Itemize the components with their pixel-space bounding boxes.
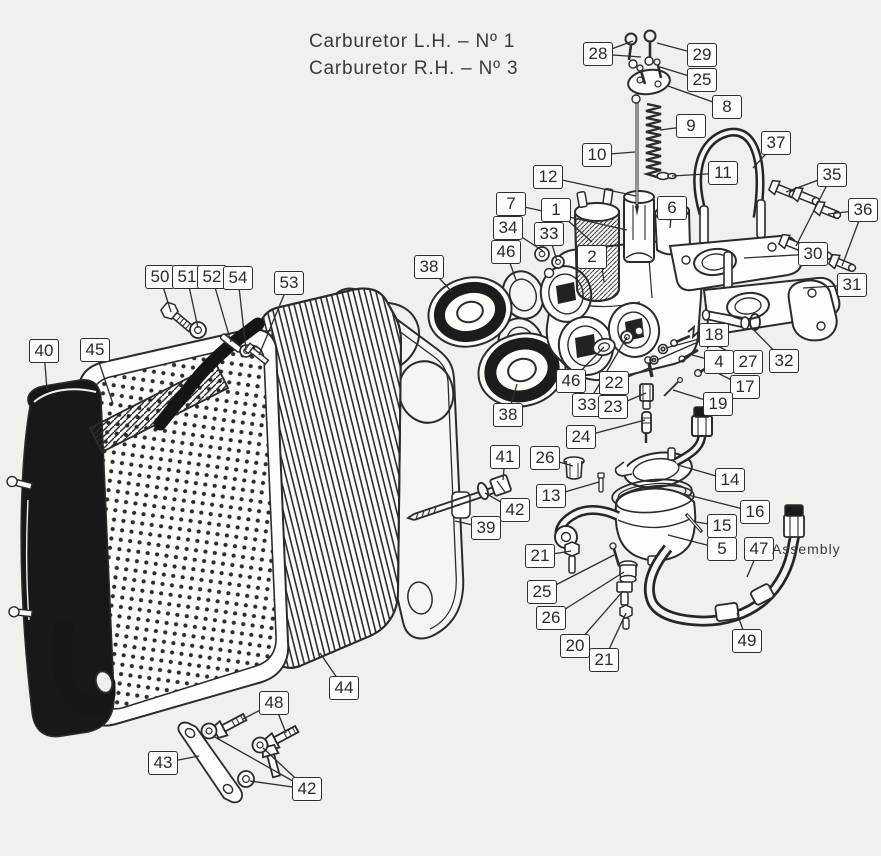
leader-line-19 bbox=[672, 389, 719, 405]
figure-title-line1: Carburetor L.H. – Nº 1 bbox=[309, 31, 516, 52]
leader-line-53 bbox=[258, 282, 290, 356]
leader-line-8 bbox=[667, 85, 728, 108]
mounting-hardware bbox=[177, 712, 300, 804]
leader-line-44 bbox=[319, 652, 345, 689]
mount-washer bbox=[200, 722, 269, 788]
intake-elbow bbox=[52, 618, 116, 715]
filter-cup bbox=[563, 456, 585, 480]
leader-line-12 bbox=[547, 176, 637, 197]
vent-tube bbox=[693, 127, 765, 219]
leader-line-42 bbox=[484, 492, 516, 511]
clamp-strap bbox=[153, 317, 265, 431]
leader-line-17 bbox=[707, 367, 746, 388]
drain-pin bbox=[597, 472, 605, 493]
cap-bolt bbox=[6, 475, 34, 491]
leader-line-48 bbox=[242, 702, 275, 720]
leader-line-34 bbox=[507, 227, 544, 252]
leader-line-43 bbox=[162, 755, 200, 764]
leader-line-15 bbox=[695, 521, 723, 527]
leader-line-26 bbox=[550, 571, 625, 619]
mounting-strip bbox=[177, 721, 243, 804]
leader-line-29 bbox=[656, 42, 703, 56]
main-jet bbox=[639, 383, 654, 410]
leader-line-42 bbox=[249, 780, 308, 790]
leader-line-47 bbox=[746, 548, 760, 578]
fuel-inlet-pipe bbox=[673, 406, 713, 467]
manifold-upper bbox=[668, 199, 803, 292]
union-cup bbox=[618, 560, 638, 584]
leader-line-51 bbox=[186, 276, 199, 329]
leader-line-33 bbox=[548, 233, 558, 262]
leader-line-24 bbox=[580, 419, 646, 438]
cover-screw bbox=[243, 342, 270, 366]
carb-top-cap bbox=[627, 68, 671, 104]
leader-line-40 bbox=[43, 350, 48, 391]
leader-line-36 bbox=[841, 209, 864, 267]
cover-through-bolt bbox=[405, 474, 512, 521]
figure-title: Carburetor L.H. – Nº 1 Carburetor R.H. –… bbox=[309, 28, 518, 82]
overflow-pipe bbox=[684, 512, 704, 534]
slide-spring bbox=[642, 102, 662, 180]
float-chamber bbox=[574, 188, 620, 303]
leader-line-28 bbox=[597, 53, 642, 58]
leader-line-4 bbox=[691, 354, 720, 363]
leader-line-28 bbox=[597, 40, 634, 55]
banjo-bolt bbox=[619, 604, 633, 630]
needle-jet bbox=[641, 411, 652, 443]
leader-line-20 bbox=[574, 590, 624, 647]
cover-washer bbox=[189, 321, 207, 339]
needle-valve bbox=[644, 356, 654, 378]
cap-screws bbox=[624, 29, 663, 85]
assembly-text: Assembly bbox=[772, 541, 841, 557]
mount-nuts bbox=[534, 246, 565, 279]
figure-title-line2: Carburetor R.H. – Nº 3 bbox=[309, 58, 519, 79]
leader-line-42 bbox=[212, 735, 308, 790]
leader-line-38 bbox=[428, 266, 453, 293]
banjo-bolt bbox=[564, 541, 580, 574]
union-fitting bbox=[616, 581, 633, 606]
jets bbox=[592, 326, 654, 443]
leader-line-25 bbox=[541, 554, 615, 593]
jet-needle bbox=[635, 86, 639, 216]
leader-line-21 bbox=[603, 612, 627, 661]
fuel-tee-pipe bbox=[554, 505, 621, 549]
bowl-screw bbox=[609, 542, 621, 567]
leader-line-54 bbox=[237, 277, 247, 351]
end-cap bbox=[20, 378, 115, 738]
cap-bolt bbox=[8, 606, 33, 618]
bell-mouth bbox=[557, 316, 615, 376]
leader-line-52 bbox=[211, 276, 232, 343]
float-lid bbox=[614, 447, 693, 489]
float-bowl bbox=[614, 484, 697, 566]
leader-line-13 bbox=[550, 481, 600, 497]
leader-line-9 bbox=[659, 125, 692, 131]
fuel-hose-assembly bbox=[643, 504, 805, 627]
rubber-boot bbox=[427, 276, 513, 348]
mount-bolt bbox=[211, 712, 248, 739]
throttle-slide bbox=[623, 190, 655, 263]
leader-line-10 bbox=[596, 151, 636, 156]
float-bowl-assembly bbox=[554, 406, 805, 630]
rubber-boot bbox=[477, 332, 567, 408]
leader-line-48 bbox=[273, 702, 287, 734]
cover-bolt bbox=[159, 301, 195, 333]
leader-line-32 bbox=[749, 325, 785, 362]
air-cleaner-box bbox=[6, 287, 403, 738]
